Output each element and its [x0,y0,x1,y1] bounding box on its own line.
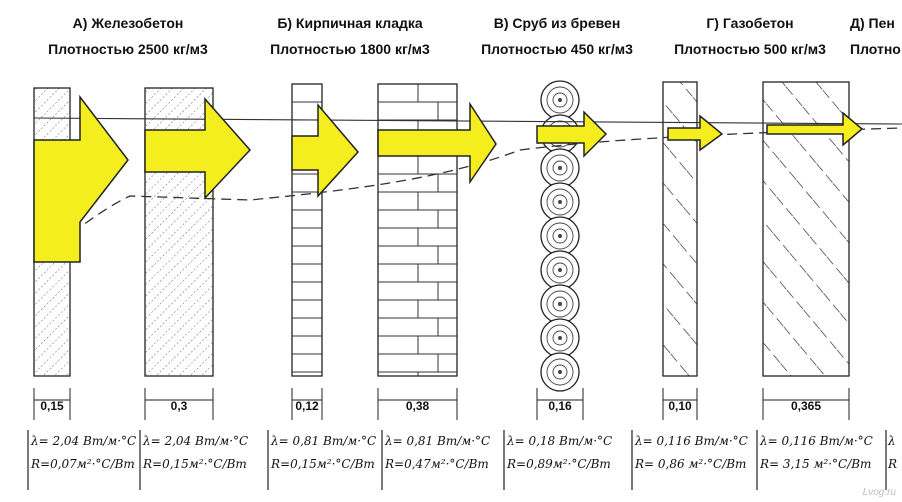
resistance-value: R=0,15м²·°С/Вт [271,457,375,471]
properties-brick-012: λ= 0,81 Вт/м·°С R=0,15м²·°С/Вт [271,430,376,476]
thickness-label: 0,38 [405,399,430,413]
dimension-lines [33,388,850,420]
outside-temperature-line [33,117,902,125]
lambda-value: λ= 0,81 Вт/м·°С [385,434,491,448]
material-title: В) Сруб из бревен [493,15,621,31]
header-a: А) Железобетон Плотностью 2500 кг/м3 [18,10,238,62]
lambda-value: λ= 0,116 Вт/м·°С [635,434,748,448]
wall-brick-038 [377,83,458,377]
properties-aerated-0365: λ= 0,116 Вт/м·°С R= 3,15 м²·°С/Вт [760,430,873,476]
thickness-label: 0,3 [170,399,188,413]
properties-concrete-015: λ= 2,04 Вт/м·°С R=0,07м²·°С/Вт [31,430,136,476]
resistance-value: R=0,47м²·°С/Вт [385,457,489,471]
header-c: В) Сруб из бревен Плотностью 450 кг/м3 [462,10,652,62]
header-e: Д) Пен Плотно [850,10,902,62]
properties-concrete-03: λ= 2,04 Вт/м·°С R=0,15м²·°С/Вт [143,430,248,476]
properties-aerated-010: λ= 0,116 Вт/м·°С R= 0,86 м²·°С/Вт [635,430,748,476]
heat-arrow-concrete-015 [33,94,129,263]
wall-aerated-010 [662,81,698,377]
lambda-value: λ= 2,04 Вт/м·°С [143,434,249,448]
thickness-label: 0,12 [295,399,319,413]
thickness-label: 0,15 [40,399,64,413]
column-separators [27,430,887,490]
heat-arrow-concrete-03 [144,97,252,200]
material-density: Плотностью 1800 кг/м3 [270,41,430,57]
material-density: Плотностью 2500 кг/м3 [48,41,208,57]
thickness-label: 0,10 [668,399,692,413]
material-title: Г) Газобетон [706,15,794,31]
resistance-value: R=0,07м²·°С/Вт [31,457,135,471]
lambda-value: λ= 0,81 Вт/м·°С [271,434,377,448]
watermark: Lvog.ru [862,487,896,498]
thickness-label: 0,16 [548,399,572,413]
thickness-label: 0,365 [790,399,822,413]
resistance-value: R= 0,86 м²·°С/Вт [635,457,747,471]
lambda-value: λ= 0,116 Вт/м·°С [760,434,873,448]
heat-arrow-logs [536,110,608,158]
heat-arrow-brick-012 [291,102,359,198]
header-b: Б) Кирпичная кладка Плотностью 1800 кг/м… [245,10,455,62]
heat-arrow-brick-038 [377,101,497,185]
resistance-value: R [888,457,898,471]
properties-foam-partial: λ R [888,430,897,476]
lambda-value: λ= 2,04 Вт/м·°С [31,434,137,448]
lambda-value: λ= 0,18 Вт/м·°С [507,434,613,448]
material-title: А) Железобетон [72,15,184,31]
properties-logs-016: λ= 0,18 Вт/м·°С R=0,89м²·°С/Вт [507,430,612,476]
resistance-value: R= 3,15 м²·°С/Вт [760,457,872,471]
material-density: Плотностью 500 кг/м3 [674,41,826,57]
wall-brick-012 [291,83,323,377]
material-density: Плотно [850,41,901,57]
lambda-value: λ [888,434,896,448]
properties-brick-038: λ= 0,81 Вт/м·°С R=0,47м²·°С/Вт [385,430,490,476]
material-density: Плотностью 450 кг/м3 [481,41,633,57]
material-title: Б) Кирпичная кладка [277,15,423,31]
header-d: Г) Газобетон Плотностью 500 кг/м3 [655,10,845,62]
heat-arrow-aerated-010 [667,114,724,152]
resistance-value: R=0,15м²·°С/Вт [143,457,247,471]
material-title: Д) Пен [850,15,895,31]
resistance-value: R=0,89м²·°С/Вт [507,457,611,471]
heat-arrow-aerated-0365 [766,111,864,147]
